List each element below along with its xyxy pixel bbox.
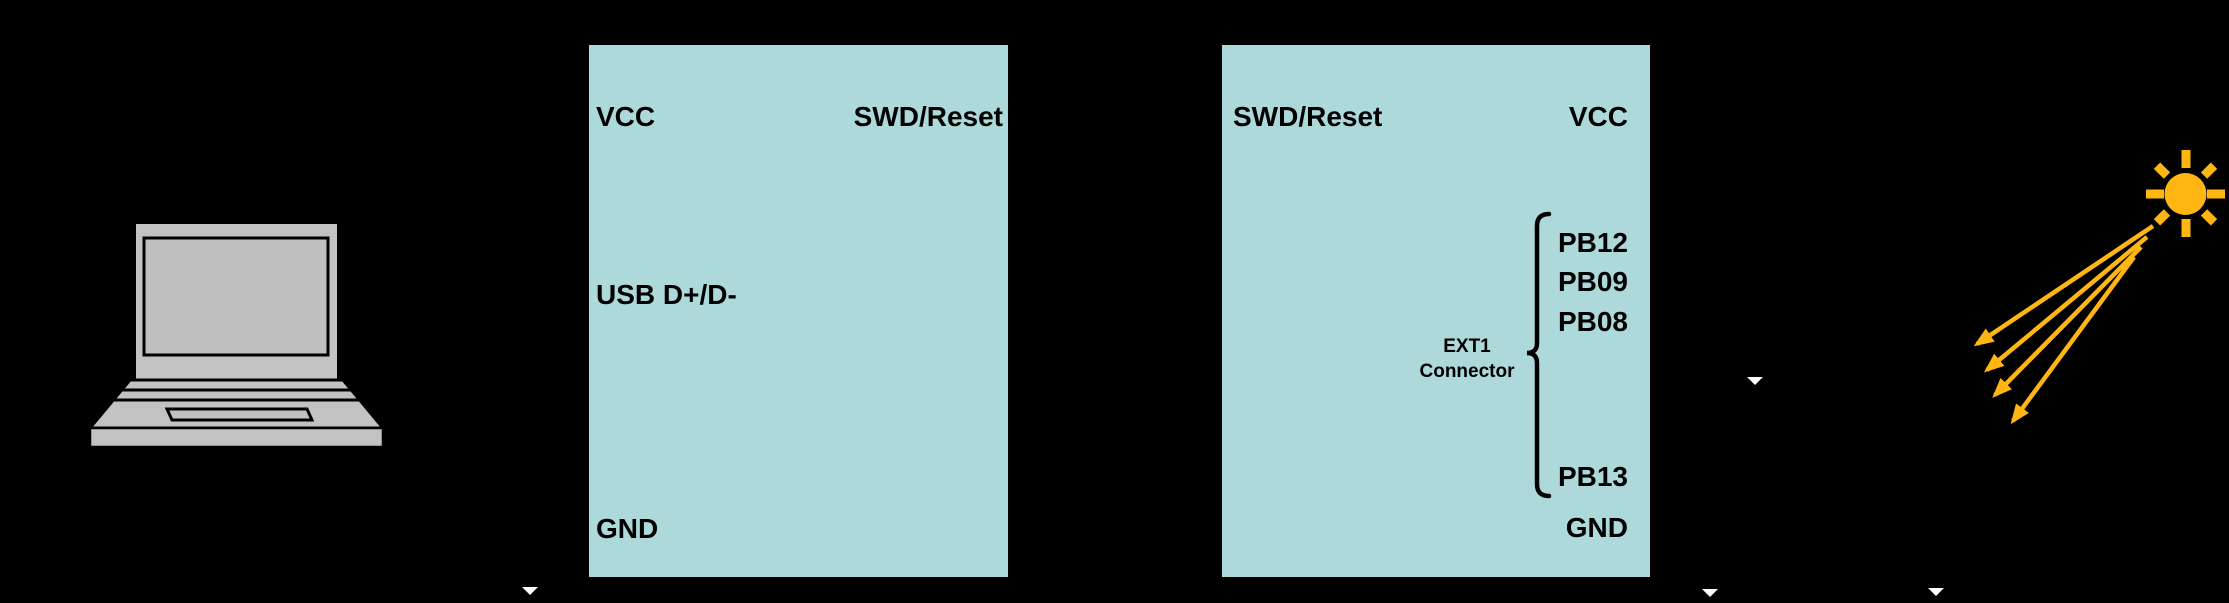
debugger-pin-gnd: GND [596, 513, 659, 544]
target-board-box: SWD/Reset VCC PB12 PB09 PB08 PB13 GND EX… [1222, 45, 1650, 577]
ext1-connector-label-line1: EXT1 [1443, 336, 1491, 357]
sun-icon [1973, 150, 2225, 425]
light-ray-arrow [1973, 224, 2155, 347]
debugger-pin-swd-reset: SWD/Reset [853, 101, 1003, 132]
ext1-connector-label-line2: Connector [1419, 361, 1515, 382]
light-ray-arrow [2010, 255, 2136, 425]
down-arrowhead-icon [1747, 377, 1763, 385]
target-pin-swd-reset: SWD/Reset [1233, 101, 1383, 132]
target-pin-pb08: PB08 [1557, 306, 1628, 337]
debugger-pin-usb: USB D+/D- [596, 279, 737, 310]
debugger-pin-vcc: VCC [596, 101, 656, 132]
down-arrowhead-icon [1702, 589, 1718, 597]
target-pin-pb12: PB12 [1557, 227, 1628, 258]
debugger-box: VCC SWD/Reset USB D+/D- GND [589, 45, 1008, 577]
target-pin-pb09: PB09 [1557, 266, 1628, 297]
ext1-connector-label: EXT1 Connector [1387, 334, 1547, 384]
target-pin-vcc: VCC [1568, 101, 1628, 132]
target-pin-pb13: PB13 [1557, 461, 1628, 492]
down-arrowhead-icon [522, 587, 538, 595]
light-ray-arrow [1983, 235, 2149, 373]
light-ray-arrow [1992, 245, 2143, 398]
target-pin-gnd: GND [1565, 512, 1628, 543]
laptop-icon [86, 222, 387, 449]
down-arrowhead-icon [1928, 588, 1944, 596]
ext1-brace-icon [1526, 211, 1552, 499]
